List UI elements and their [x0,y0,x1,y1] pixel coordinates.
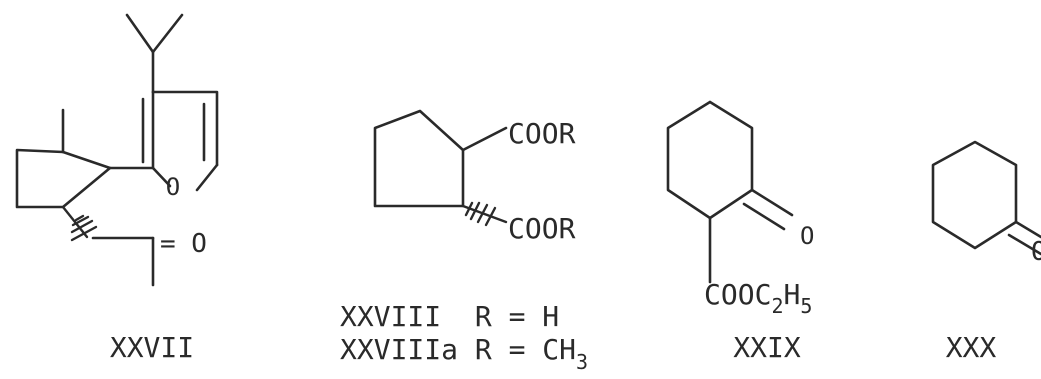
xxviii-label-line-2: XXVIIIa R = CH3 [340,333,588,374]
xxviii-label-subscript: 3 [576,350,588,374]
xxix-ketone-oxygen: O [800,222,814,250]
structure-xxvii: O = O XXVII [15,13,219,364]
xxvii-ring-oxygen: O [166,173,180,201]
structure-xxviii: COOR COOR XXVIII R = H XXVIIIa R = CH3 [340,109,588,374]
xxix-compound-label: XXIX [733,331,801,364]
xxx-bonds [931,140,1041,256]
xxvii-bonds [15,13,219,287]
structure-xxix: O COOC2H5 XXIX [666,100,814,364]
xxx-ketone-oxygen: O [1031,237,1041,267]
structure-xxx: O XXX [931,140,1041,364]
xxix-bonds [666,100,794,284]
xxviii-label-line-2-text: XXVIIIa R = CH [340,333,576,366]
xxviii-label-line-1: XXVIII R = H [340,300,559,333]
xxviii-upper-ester-label: COOR [508,117,576,150]
xxvii-compound-label: XXVII [110,331,194,364]
xxix-ester-label: COOC2H5 [704,278,812,318]
xxix-ester-sub1: 2 [771,294,783,318]
xxix-ester-prefix: COOC [704,278,771,311]
xxvii-ketone-label: = O [160,229,207,259]
xxviii-bonds [373,109,508,227]
xxix-ester-mid: H [783,278,800,311]
xxx-compound-label: XXX [946,331,997,364]
xxviii-lower-ester-label: COOR [508,212,576,245]
xxix-ester-sub2: 5 [800,294,812,318]
